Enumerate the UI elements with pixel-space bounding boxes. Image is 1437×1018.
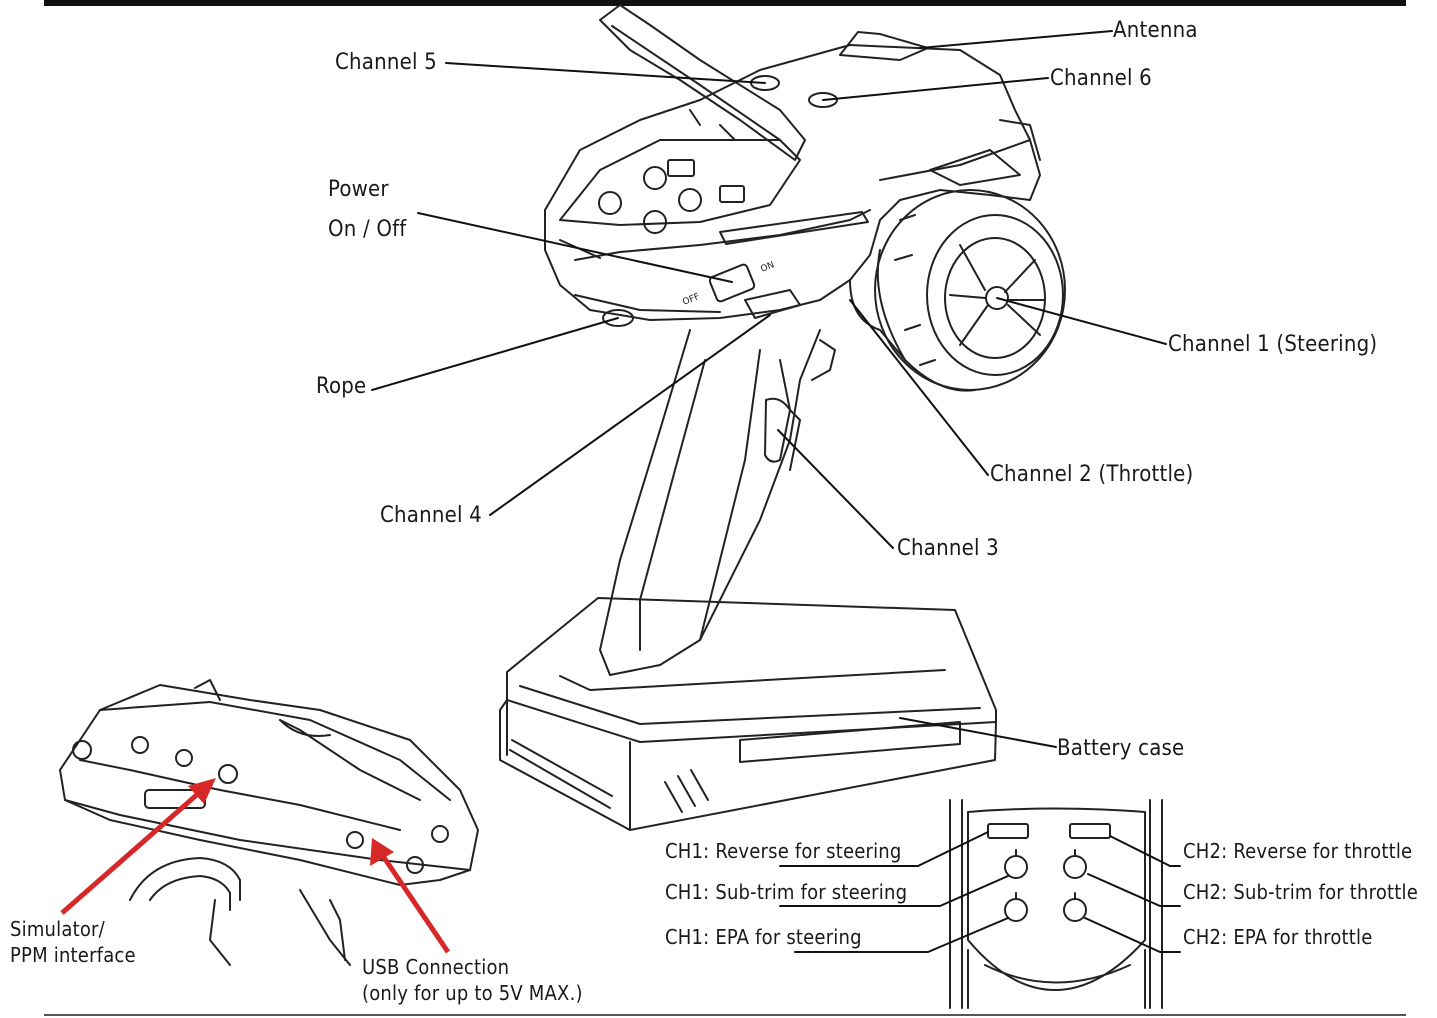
steering-wheel-drawing <box>849 189 1066 392</box>
label-power-on-off: On / Off <box>328 217 407 242</box>
label-rope: Rope <box>316 374 367 399</box>
label-power: Power <box>328 177 389 202</box>
label-ch1-reverse: CH1: Reverse for steering <box>665 839 902 863</box>
back-view-drawing <box>59 679 479 966</box>
label-channel-4: Channel 4 <box>380 503 482 528</box>
label-ch2-subtrim: CH2: Sub-trim for throttle <box>1183 880 1418 904</box>
label-ch2-epa: CH2: EPA for throttle <box>1183 925 1373 949</box>
switch-on-text: ON <box>759 260 776 274</box>
settings-panel-drawing <box>949 799 1163 1009</box>
battery-case-drawing <box>499 597 997 831</box>
leader-lines <box>371 30 1167 748</box>
top-border <box>44 0 1406 6</box>
label-ch2-reverse: CH2: Reverse for throttle <box>1183 839 1413 863</box>
label-channel-6: Channel 6 <box>1050 66 1152 91</box>
switch-off-text: OFF <box>681 292 701 308</box>
label-usb-voltage-note: (only for up to 5V MAX.) <box>362 981 583 1005</box>
label-ch1-subtrim: CH1: Sub-trim for steering <box>665 880 908 904</box>
transmitter-head-drawing <box>544 4 1041 327</box>
simulator-arrow <box>60 790 202 915</box>
red-arrows <box>60 778 451 954</box>
grip-drawing <box>599 329 836 676</box>
label-channel-2: Channel 2 (Throttle) <box>990 462 1194 487</box>
label-channel-1: Channel 1 (Steering) <box>1168 332 1378 357</box>
panel-leader-lines <box>779 831 1181 953</box>
label-simulator: Simulator/ <box>10 917 105 941</box>
label-ppm-interface: PPM interface <box>10 943 136 967</box>
label-channel-5: Channel 5 <box>335 50 437 75</box>
label-ch1-epa: CH1: EPA for steering <box>665 925 862 949</box>
label-antenna: Antenna <box>1113 18 1198 43</box>
bottom-border <box>44 1014 1406 1016</box>
label-channel-3: Channel 3 <box>897 536 999 561</box>
usb-arrow <box>380 854 451 954</box>
label-battery-case: Battery case <box>1057 736 1185 761</box>
label-usb-connection: USB Connection <box>362 955 510 979</box>
